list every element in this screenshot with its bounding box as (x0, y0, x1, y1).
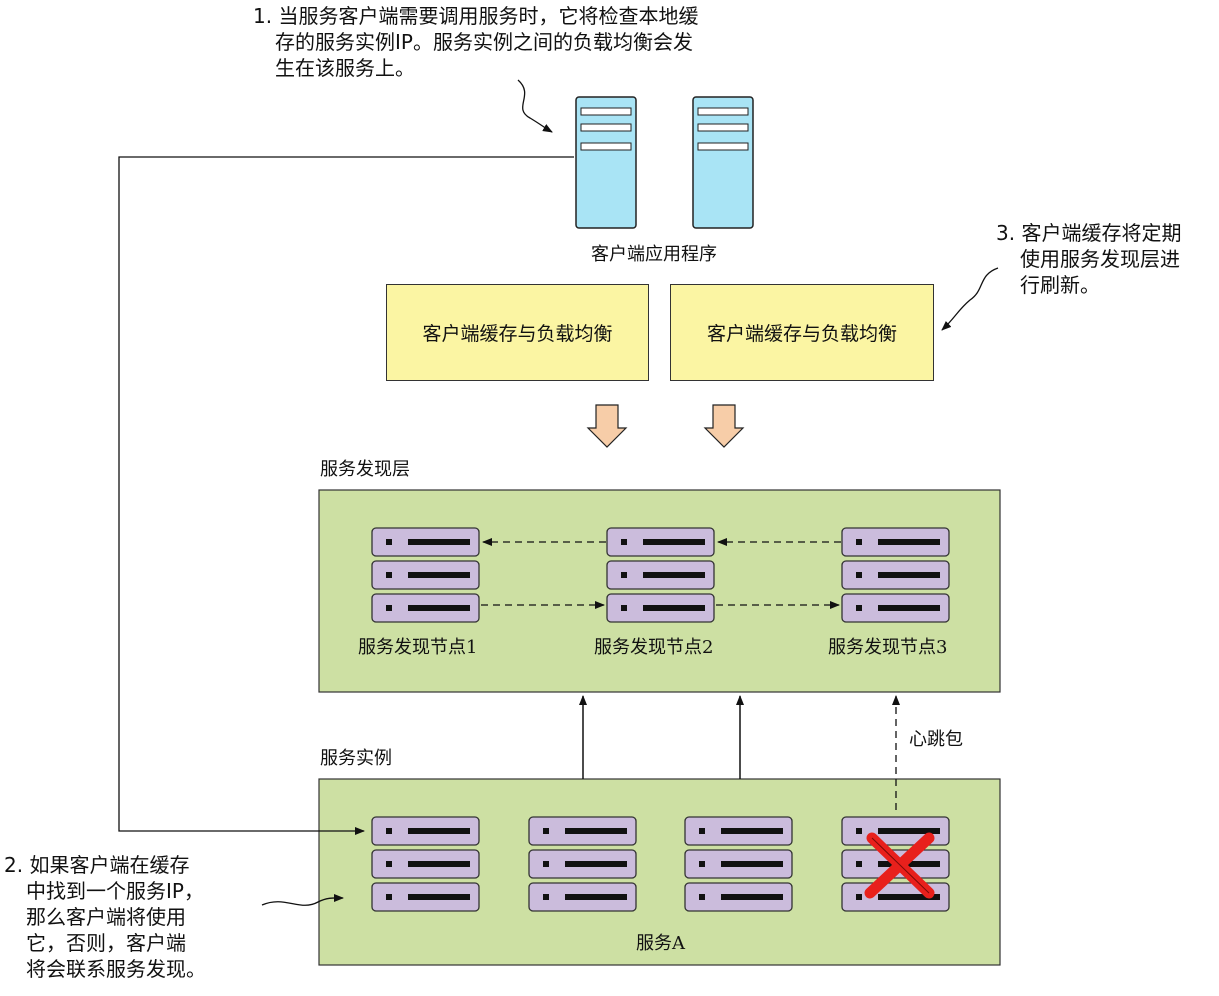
server-led (621, 539, 627, 545)
heartbeat-label: 心跳包 (909, 729, 963, 750)
down-arrow-1-icon (586, 404, 628, 448)
discovery-node-2-stack-icon (606, 527, 715, 623)
server-led (386, 861, 392, 867)
server-slot (878, 605, 940, 611)
server-slot (721, 828, 783, 834)
cache-lb-box-1: 客户端缓存与负载均衡 (386, 284, 649, 381)
client-app-label: 客户端应用程序 (591, 244, 717, 265)
server-slot (408, 572, 470, 578)
server-slot (408, 861, 470, 867)
discovery-node-1-label: 服务发现节点1 (358, 637, 478, 658)
server-slot (643, 572, 705, 578)
server-slot (721, 861, 783, 867)
cache-lb-box-2: 客户端缓存与负载均衡 (670, 284, 934, 381)
server-slot (408, 894, 470, 900)
server-led (856, 894, 862, 900)
annotation-2-line: 那么客户端将使用 (26, 905, 186, 929)
service-instance-2-stack-icon (528, 816, 637, 912)
server-led (856, 605, 862, 611)
service-a-label: 服务A (636, 933, 685, 954)
discovery-node-2-label: 服务发现节点2 (594, 637, 714, 658)
server-led (621, 605, 627, 611)
server-led (543, 861, 549, 867)
server-led (621, 572, 627, 578)
server-led (543, 828, 549, 834)
note3-pointer (941, 267, 999, 331)
server-slot (565, 861, 627, 867)
server-slot (878, 828, 940, 834)
server-slot (408, 539, 470, 545)
note2-pointer (261, 893, 344, 906)
annotation-2-line: 中找到一个服务IP， (26, 879, 204, 903)
server-led (856, 828, 862, 834)
cache-lb-label: 客户端缓存与负载均衡 (706, 323, 897, 345)
annotation-2-line: 它，否则，客户端 (26, 931, 186, 955)
service-instance-1-stack-icon (371, 816, 480, 912)
server-led (386, 572, 392, 578)
failed-instance-x-icon (864, 832, 935, 899)
cache-lb-label: 客户端缓存与负载均衡 (422, 323, 613, 345)
service-instances-title: 服务实例 (320, 748, 392, 769)
server-led (543, 894, 549, 900)
server-slot (878, 572, 940, 578)
annotation-1-line: 1. 当服务客户端需要调用服务时，它将检查本地缓 (253, 4, 699, 28)
discovery-layer-title: 服务发现层 (320, 459, 410, 480)
annotation-1: 1. 当服务客户端需要调用服务时，它将检查本地缓 存的服务实例IP。服务实例之间… (253, 3, 698, 81)
annotation-1-line: 生在该服务上。 (275, 56, 415, 80)
client-server-1-icon (575, 96, 637, 229)
server-led (386, 894, 392, 900)
note1-pointer (517, 79, 553, 133)
client-to-instance-path (118, 156, 574, 835)
server-slot (565, 828, 627, 834)
server-led (699, 861, 705, 867)
server-slot (565, 894, 627, 900)
client-server-2-icon (692, 96, 754, 229)
discovery-node-3-label: 服务发现节点3 (828, 637, 948, 658)
annotation-2-line: 将会联系服务发现。 (26, 957, 206, 981)
server-led (856, 539, 862, 545)
server-led (856, 572, 862, 578)
discovery-layer-panel (318, 489, 1001, 693)
server-led (699, 894, 705, 900)
server-led (699, 828, 705, 834)
down-arrow-2-icon (703, 404, 745, 448)
server-slot (643, 605, 705, 611)
annotation-2-line: 2. 如果客户端在缓存 (4, 853, 190, 877)
annotation-3-line: 3. 客户端缓存将定期 (996, 221, 1182, 245)
server-led (856, 861, 862, 867)
annotation-1-line: 存的服务实例IP。服务实例之间的负载均衡会发 (275, 30, 693, 54)
server-slot (408, 828, 470, 834)
discovery-node-3-stack-icon (841, 527, 950, 623)
server-led (386, 828, 392, 834)
server-slot (408, 605, 470, 611)
annotation-2: 2. 如果客户端在缓存 中找到一个服务IP， 那么客户端将使用 它，否则，客户端… (4, 852, 206, 982)
service-instance-3-stack-icon (684, 816, 793, 912)
annotation-3-line: 使用服务发现层进 (1020, 247, 1180, 271)
annotation-3-line: 行刷新。 (1020, 273, 1100, 297)
discovery-node-1-stack-icon (371, 527, 480, 623)
server-led (386, 605, 392, 611)
annotation-3: 3. 客户端缓存将定期 使用服务发现层进 行刷新。 (996, 220, 1181, 298)
server-slot (643, 539, 705, 545)
server-slot (721, 894, 783, 900)
server-slot (878, 539, 940, 545)
server-slot (878, 894, 940, 900)
server-led (386, 539, 392, 545)
